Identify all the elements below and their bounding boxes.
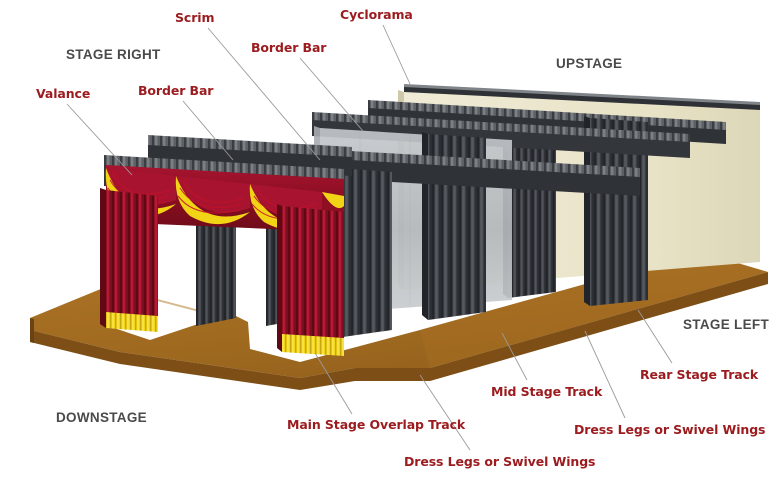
label-valance: Valance [36, 86, 91, 101]
label-mid-stage-track: Mid Stage Track [491, 384, 603, 399]
label-scrim: Scrim [175, 10, 215, 25]
leader-line-scrim [207, 27, 321, 161]
leader-line-mid-stage-track [501, 332, 528, 381]
label-upstage: UPSTAGE [556, 56, 623, 71]
label-stage-right: STAGE RIGHT [66, 47, 161, 62]
label-dress-legs-front: Dress Legs or Swivel Wings [404, 454, 596, 469]
leader-line-main-stage-overlap [314, 352, 353, 415]
leader-line-dress-legs-rear [584, 330, 626, 419]
main-curtain-left [100, 188, 158, 332]
leader-line-valance [66, 103, 133, 176]
label-cyclorama: Cyclorama [340, 7, 413, 22]
leader-line-dress-legs-front [419, 374, 471, 451]
label-border-bar-mid: Border Bar [251, 40, 327, 55]
border-bar-2 [312, 112, 690, 158]
label-downstage: DOWNSTAGE [56, 410, 147, 425]
leader-lines [66, 24, 673, 451]
label-dress-legs-rear: Dress Legs or Swivel Wings [574, 422, 766, 437]
dress-leg-4 [584, 116, 648, 306]
main-curtain-right [277, 204, 344, 356]
label-rear-stage-track: Rear Stage Track [640, 367, 759, 382]
leader-line-border-bar-front [182, 100, 234, 161]
leader-line-border-bar-mid [299, 57, 364, 132]
label-border-bar-front: Border Bar [138, 83, 214, 98]
label-stage-left: STAGE LEFT [683, 317, 769, 332]
leader-line-cyclorama [382, 24, 411, 85]
label-main-stage-overlap: Main Stage Overlap Track [287, 417, 466, 432]
leader-line-rear-stage-track [637, 309, 673, 364]
